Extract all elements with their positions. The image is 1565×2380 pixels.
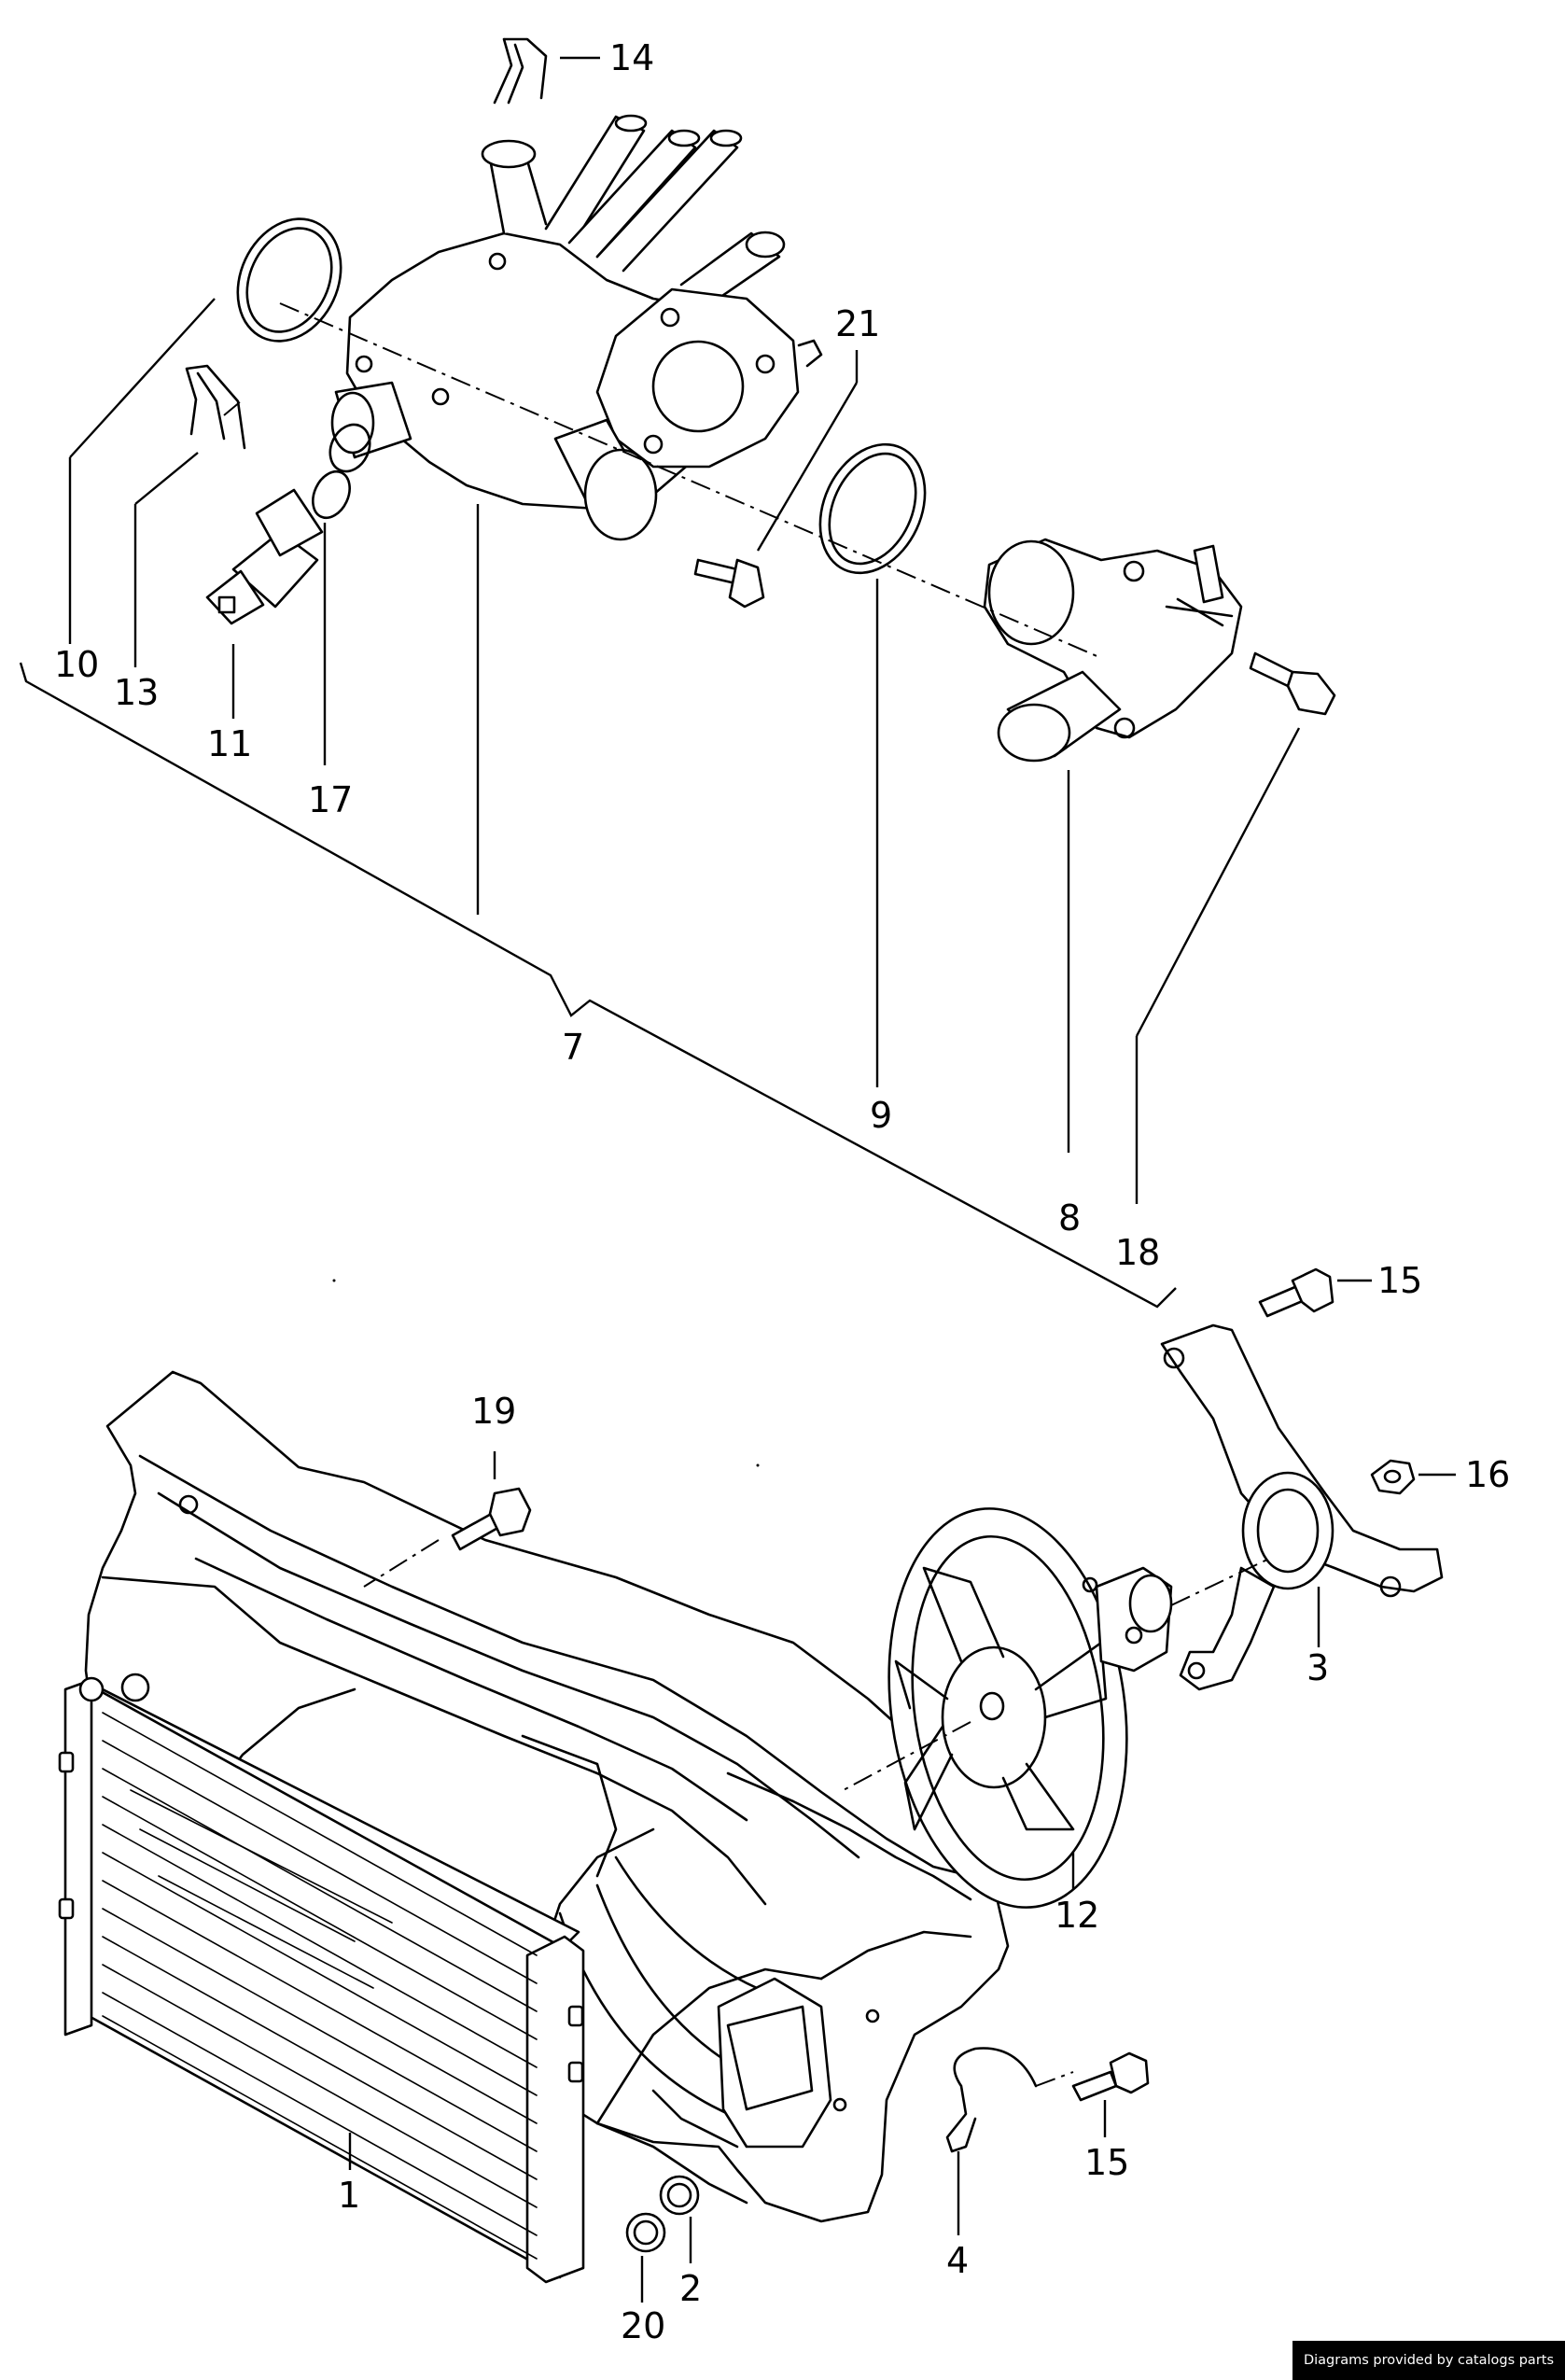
footer-credit-badge: Diagrams provided by catalogs parts <box>1293 2341 1565 2380</box>
callout-21: 21 <box>835 303 880 344</box>
spring-clip-4 <box>945 2047 1038 2153</box>
callout-9: 9 <box>870 1095 892 1136</box>
callout-14: 14 <box>609 37 654 78</box>
bolt-15-upper <box>1258 1267 1334 1318</box>
o-ring-9 <box>818 442 927 575</box>
retaining-clip-14 <box>493 37 548 105</box>
callout-11: 11 <box>207 723 252 764</box>
callout-2: 2 <box>679 2268 702 2309</box>
bolt-15-lower <box>1071 2051 1150 2102</box>
callout-16: 16 <box>1465 1454 1510 1495</box>
callout-15-upper: 15 <box>1377 1260 1422 1301</box>
callout-3: 3 <box>1306 1647 1329 1688</box>
callout-13: 13 <box>114 672 159 713</box>
callout-12: 12 <box>1055 1895 1099 1936</box>
callout-19: 19 <box>471 1391 516 1432</box>
sealing-ring-17 <box>312 469 351 520</box>
drain-plug-2 <box>659 2175 700 2216</box>
callout-15-lower: 15 <box>1084 2142 1129 2183</box>
callout-4: 4 <box>946 2240 969 2281</box>
bolt-21 <box>693 558 765 609</box>
callout-17: 17 <box>308 779 353 820</box>
sealing-ring-20 <box>625 2212 666 2253</box>
lock-carrier-frame <box>84 1370 1010 2223</box>
retaining-clip-13 <box>185 364 246 450</box>
temperature-sensor-11 <box>205 488 324 625</box>
radiator-1 <box>58 1673 585 2284</box>
callout-1: 1 <box>338 2175 360 2216</box>
thermostat-housing-8 <box>983 538 1243 763</box>
coolant-flange-housing <box>330 114 823 541</box>
fan-bracket-3 <box>1160 1323 1444 1691</box>
callout-8: 8 <box>1058 1197 1081 1239</box>
nut-16 <box>1370 1459 1416 1495</box>
bolt-18 <box>1249 651 1336 716</box>
callout-7: 7 <box>562 1027 584 1068</box>
callout-20: 20 <box>621 2305 665 2346</box>
o-ring-10 <box>236 217 342 343</box>
cooling-fan-12 <box>887 1507 1173 1909</box>
callout-10: 10 <box>54 644 99 685</box>
callout-18: 18 <box>1115 1232 1160 1273</box>
screw-19 <box>451 1487 532 1551</box>
